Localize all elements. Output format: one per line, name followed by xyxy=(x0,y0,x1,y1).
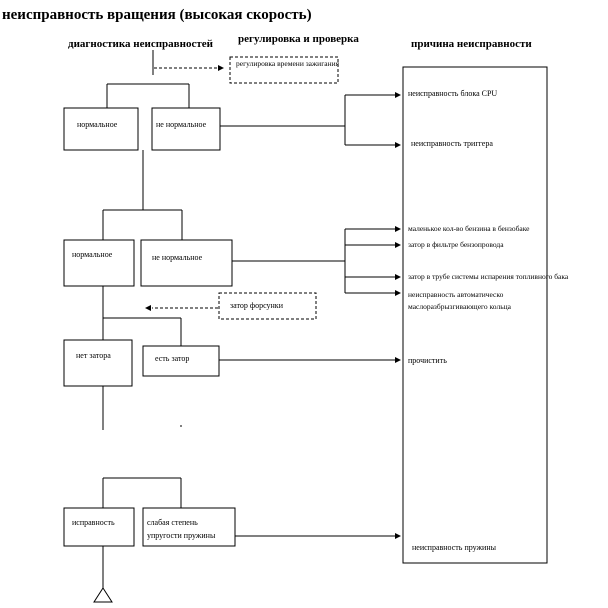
box-abnormal-1 xyxy=(151,107,221,151)
header-diagnostics: диагностика неисправностей xyxy=(68,38,213,50)
cause-low-fuel: маленькое кол-во бензина в бензобаке xyxy=(408,224,530,233)
injector-check-box xyxy=(218,292,317,320)
label-abnormal-1: не нормальное xyxy=(156,120,207,129)
arrowhead xyxy=(395,357,401,363)
check-ignition-timing: регулировка времени зажигания xyxy=(236,59,340,68)
cause-cpu: неисправность блока CPU xyxy=(408,89,498,98)
arrowhead xyxy=(395,142,401,148)
box-no-clog xyxy=(63,339,133,387)
cause-panel xyxy=(402,66,548,564)
cause-fuel-filter: затор в фильтре бензопровода xyxy=(408,240,504,249)
box-abnormal-2 xyxy=(140,239,233,287)
label-weak-spring-1: слабая степень xyxy=(147,518,198,527)
label-has-clog: есть затор xyxy=(155,354,190,363)
cause-trigger: неисправность триггера xyxy=(411,139,493,148)
label-weak-spring-2: упругости пружины xyxy=(147,531,216,540)
label-normal-2: нормальное xyxy=(72,250,113,259)
box-ok xyxy=(63,507,135,547)
label-ok: исправность xyxy=(72,518,115,527)
label-normal-1: нормальное xyxy=(77,120,118,129)
check-injector-clog: затор форсунки xyxy=(230,301,283,310)
header-adjustment: регулировка и проверка xyxy=(238,33,359,45)
arrowhead xyxy=(395,290,401,296)
label-abnormal-2: не нормальное xyxy=(152,253,203,262)
cause-vapor-pipe: затор в трубе системы испарения топливно… xyxy=(408,272,569,281)
arrowhead xyxy=(395,274,401,280)
arrowhead xyxy=(395,533,401,539)
page-title: неисправность вращения (высокая скорость… xyxy=(2,7,312,23)
cause-clean: прочистить xyxy=(408,356,447,365)
arrowhead xyxy=(145,305,151,311)
arrowhead xyxy=(395,92,401,98)
label-no-clog: нет затора xyxy=(76,351,111,360)
box-normal-2 xyxy=(63,239,135,287)
box-weak-spring xyxy=(142,507,236,547)
arrowhead xyxy=(395,226,401,232)
cause-spring: неисправность пружины xyxy=(412,543,496,552)
header-cause: причина неисправности xyxy=(411,38,532,50)
box-normal-1 xyxy=(63,107,139,151)
end-triangle xyxy=(93,587,113,603)
arrowhead xyxy=(395,242,401,248)
cause-auto-choke-2: маслоразбрызгивающего кольца xyxy=(408,302,511,311)
cause-auto-choke-1: неисправность автоматическо xyxy=(408,290,504,299)
ignition-check-box xyxy=(229,56,339,84)
arrowhead xyxy=(218,65,224,71)
box-has-clog xyxy=(142,345,220,377)
